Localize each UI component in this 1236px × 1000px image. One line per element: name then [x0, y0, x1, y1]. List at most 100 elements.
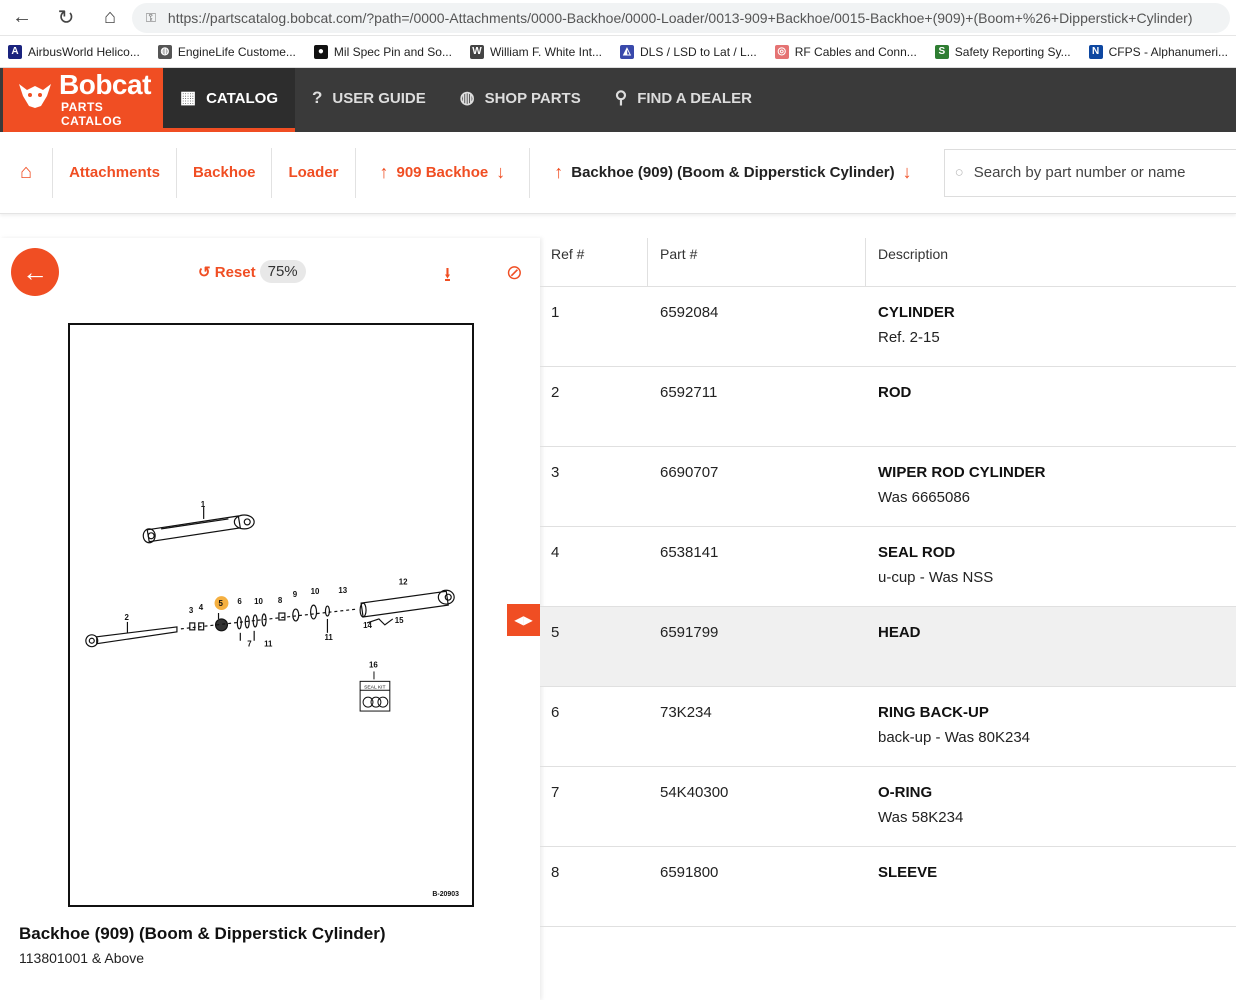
part-note: u-cup - Was NSS: [878, 569, 994, 586]
reset-button[interactable]: ↺ Reset: [198, 263, 256, 281]
part-name: RING BACK-UP: [878, 704, 989, 721]
ref-cell: 6: [551, 704, 560, 721]
ref-cell: 2: [551, 384, 560, 401]
part-name: ROD: [878, 384, 912, 401]
reset-zoom-group: ↺ Reset 75%: [198, 260, 306, 283]
description-cell: WIPER ROD CYLINDER Was 6665086: [866, 447, 1236, 526]
back-arrow-icon[interactable]: ←: [12, 6, 32, 28]
callout-label: 6: [237, 597, 242, 606]
bookmarks-bar: A AirbusWorld Helico... ◍ EngineLife Custom…: [0, 36, 1236, 68]
breadcrumb-909-label: 909 Backhoe: [396, 164, 489, 181]
assembly-title: Backhoe (909) (Boom & Dipperstick Cylind…: [19, 924, 386, 943]
callout-label: 9: [293, 590, 298, 599]
bookmark-item[interactable]: A AirbusWorld Helico...: [8, 44, 140, 59]
part-name: CYLINDER: [878, 304, 955, 321]
bookmark-label: EngineLife Custome...: [177, 44, 296, 59]
part-number-cell: 6591800: [660, 864, 719, 881]
callout-label: 5: [219, 599, 224, 608]
callout-label: 10: [311, 587, 320, 596]
panel-resize-handle[interactable]: ◀▶: [507, 604, 540, 636]
seal-parts-drawing: [180, 589, 455, 641]
description-cell: ROD: [866, 367, 1236, 446]
bookmark-item[interactable]: ◭DLS / LSD to Lat / L...: [619, 44, 757, 59]
column-header-description: Description: [878, 246, 949, 262]
breadcrumb: ⌂ Attachments Backhoe Loader ↑ 909 Backh…: [0, 132, 1236, 214]
home-icon[interactable]: ⌂: [103, 6, 117, 28]
download-icon[interactable]: ⭳: [444, 264, 451, 286]
table-row[interactable]: 2 6592711 ROD: [540, 367, 1236, 447]
part-number-cell: 6592711: [660, 384, 718, 401]
globe-icon: ◍: [157, 44, 172, 59]
bookmark-item[interactable]: ◎RF Cables and Conn...: [774, 44, 917, 59]
ref-cell: 7: [551, 784, 560, 801]
eye-slash-icon[interactable]: ⊘: [506, 262, 523, 284]
callout-highlight[interactable]: [214, 596, 229, 611]
rod-drawing: [85, 621, 178, 648]
arrow-up-icon[interactable]: ↑: [554, 162, 564, 182]
arrow-down-icon[interactable]: ↓: [496, 162, 506, 182]
callout-label: 8: [278, 596, 283, 605]
bookmark-label: AirbusWorld Helico...: [28, 44, 140, 59]
url-text: https://partscatalog.bobcat.com/?path=/0…: [167, 9, 1193, 26]
part-number-cell: 6538141: [660, 544, 719, 561]
back-arrow-icon[interactable]: ←: [11, 248, 59, 296]
parts-table-header: Ref # Part # Description: [540, 238, 1236, 287]
part-name: SEAL ROD: [878, 544, 956, 561]
part-note: back-up - Was 80K234: [878, 729, 1031, 746]
part-name: WIPER ROD CYLINDER: [878, 464, 1046, 481]
arrow-up-icon[interactable]: ↑: [379, 162, 389, 182]
address-bar[interactable]: ⚿ https://partscatalog.bobcat.com/?path=…: [132, 2, 1230, 33]
breadcrumb-current-label: Backhoe (909) (Boom & Dipperstick Cylind…: [571, 164, 895, 181]
browser-toolbar: ← ↻ ⌂ ⚿ https://partscatalog.bobcat.com/…: [0, 0, 1236, 36]
bookmark-label: DLS / LSD to Lat / L...: [639, 44, 757, 59]
bookmark-item[interactable]: N CFPS - Alphanumeri...: [1088, 44, 1229, 59]
part-note: Was 58K234: [878, 809, 964, 826]
bobcat-logo[interactable]: Bobcat PARTS CATALOG: [3, 68, 163, 132]
globe-icon: ◍: [459, 88, 475, 107]
safety-icon: S: [934, 44, 949, 59]
search-input[interactable]: [973, 164, 1236, 181]
breadcrumb-attachments[interactable]: Attachments: [53, 147, 177, 198]
cfps-icon: N: [1088, 44, 1103, 59]
nav-label: USER GUIDE: [332, 89, 426, 107]
part-note: Was 6665086: [878, 489, 971, 506]
breadcrumb-loader[interactable]: Loader: [272, 147, 356, 198]
reset-label: Reset: [214, 263, 256, 281]
nav-user-guide[interactable]: ?USER GUIDE: [295, 68, 443, 132]
drawing-number: B-20903: [432, 891, 459, 898]
callout-label: 16: [369, 660, 378, 669]
reload-icon[interactable]: ↻: [57, 7, 75, 29]
part-name: O-RING: [878, 784, 933, 801]
callout-label: 14: [363, 621, 372, 630]
table-row[interactable]: 8 6591800 SLEEVE: [540, 847, 1236, 927]
part-number-cell: 6591799: [660, 624, 719, 641]
bookmark-item[interactable]: ●Mil Spec Pin and So...: [313, 44, 452, 59]
nav-find-a-dealer[interactable]: ⚲FIND A DEALER: [598, 68, 769, 132]
ref-cell: 8: [551, 864, 560, 881]
nav-catalog[interactable]: ▦CATALOG: [163, 68, 295, 132]
arrow-down-icon[interactable]: ↓: [902, 162, 912, 182]
description-cell: SEAL ROD u-cup - Was NSS: [866, 527, 1236, 606]
bookmark-label: CFPS - Alphanumeri...: [1108, 44, 1229, 59]
bookmark-item[interactable]: ◍ EngineLife Custome...: [157, 44, 296, 59]
description-cell: RING BACK-UP back-up - Was 80K234: [866, 687, 1236, 766]
nav-shop-parts[interactable]: ◍SHOP PARTS: [443, 68, 598, 132]
exploded-parts-diagram[interactable]: 1 2 3 4 5 6 10 8 9 10 13 12 7 11 11 14 1…: [68, 323, 474, 907]
breadcrumb-home-icon[interactable]: ⌂: [0, 147, 54, 198]
site-info-icon[interactable]: ⚿: [146, 9, 156, 25]
nav-label: CATALOG: [206, 89, 278, 107]
brand-subtitle: PARTS CATALOG: [61, 100, 123, 128]
description-cell: SLEEVE: [866, 847, 1236, 926]
part-number-cell: 6690707: [660, 464, 719, 481]
breadcrumb-backhoe[interactable]: Backhoe: [177, 147, 273, 198]
breadcrumb-909-backhoe[interactable]: ↑ 909 Backhoe ↓: [356, 147, 531, 198]
airbus-icon: A: [8, 44, 22, 59]
